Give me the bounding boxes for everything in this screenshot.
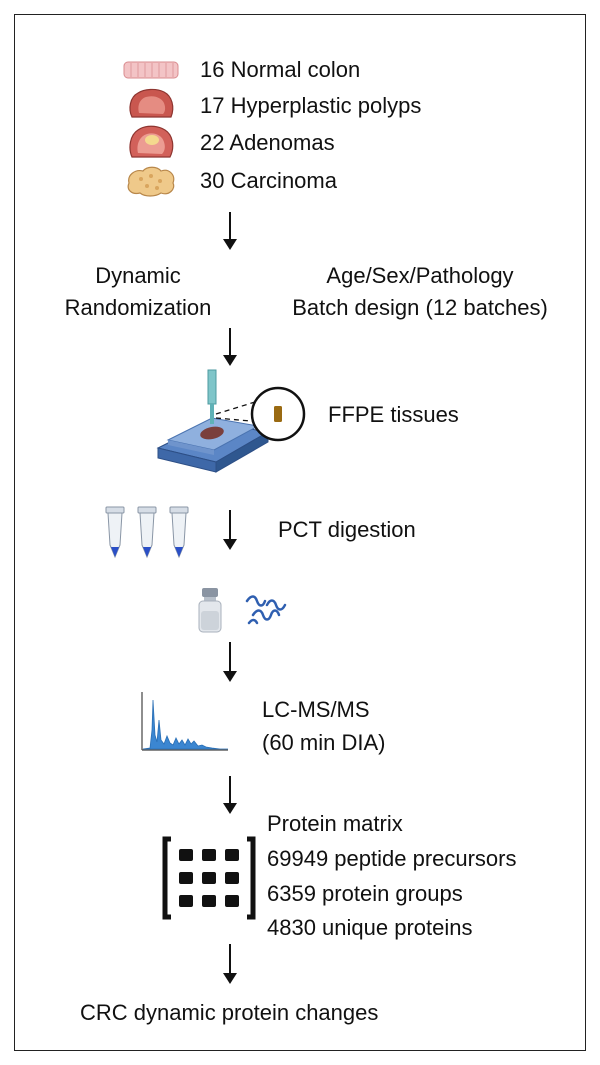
ms-spectrum-icon	[141, 692, 228, 751]
batch-design-line1: Age/Sex/Pathology	[326, 263, 514, 288]
peptides-icon	[245, 595, 287, 625]
sample-adenomas: 22 Adenomas	[200, 130, 335, 155]
step-ffpe-tissues: FFPE tissues	[328, 402, 459, 427]
randomization-label-line1: Dynamic	[95, 263, 181, 288]
step-lcms-method: (60 min DIA)	[262, 730, 386, 755]
sample-hyperplastic-polyps: 17 Hyperplastic polyps	[200, 93, 422, 118]
figure-frame	[14, 14, 586, 1051]
carcinoma-icon	[127, 166, 175, 197]
adenoma-icon	[129, 125, 174, 158]
matrix-protein-groups: 6359 protein groups	[267, 881, 463, 906]
flow-arrow	[223, 944, 237, 984]
matrix-unique-proteins: 4830 unique proteins	[267, 915, 473, 940]
flow-arrow	[223, 328, 237, 366]
hyperplastic-polyp-icon	[129, 88, 174, 118]
sample-vial-icon	[198, 588, 222, 633]
flow-arrow	[223, 776, 237, 814]
flow-arrow	[223, 510, 237, 550]
step-lcms: LC-MS/MS	[262, 697, 370, 722]
sample-carcinoma: 30 Carcinoma	[200, 168, 337, 193]
ffpe-punch-icon	[156, 369, 270, 473]
step-pct-digestion: PCT digestion	[278, 517, 416, 542]
randomization-label-line2: Randomization	[64, 295, 212, 320]
matrix-precursors: 69949 peptide precursors	[267, 846, 517, 871]
protein-matrix-icon	[162, 836, 256, 920]
flow-arrow	[223, 212, 237, 250]
pct-tubes-icon	[105, 506, 189, 559]
flow-arrow	[223, 642, 237, 682]
sample-normal-colon: 16 Normal colon	[200, 57, 361, 82]
tissue-core-zoom-icon	[250, 386, 306, 442]
normal-colon-icon	[123, 61, 179, 79]
batch-design-line2: Batch design (12 batches)	[292, 295, 548, 320]
matrix-title: Protein matrix	[267, 811, 403, 836]
result-label: CRC dynamic protein changes	[80, 1000, 379, 1025]
